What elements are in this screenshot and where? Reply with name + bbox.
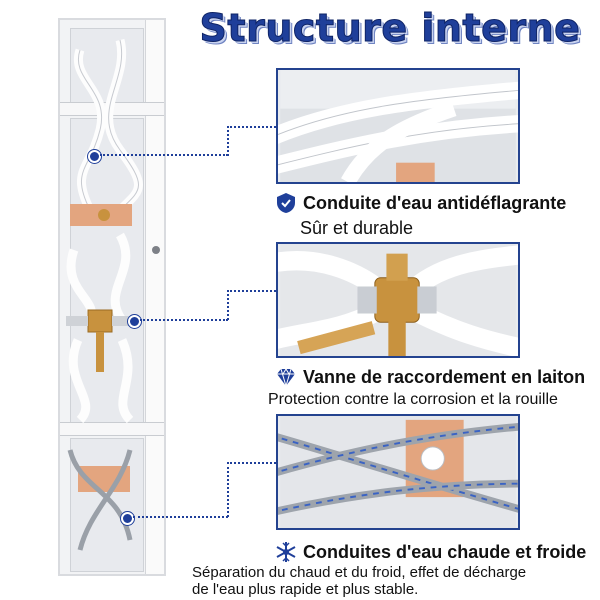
- page-title: Structure interne: [199, 6, 581, 51]
- feature-3-heading: Conduites d'eau chaude et froide: [275, 541, 586, 563]
- leader-line: [227, 462, 276, 464]
- feature-2-heading: Vanne de raccordement en laiton: [275, 366, 585, 388]
- feature-2-title: Vanne de raccordement en laiton: [303, 366, 586, 387]
- leader-line: [133, 516, 228, 518]
- hoses-closeup-illustration: [278, 70, 518, 182]
- leader-line: [227, 290, 229, 320]
- feature-1-subtitle: Sûr et durable: [300, 218, 414, 238]
- cabinet-shelf: [60, 422, 164, 436]
- leader-line: [227, 126, 276, 128]
- leader-line: [227, 290, 276, 292]
- feature-3-title: Conduites d'eau chaude et froide: [303, 541, 587, 562]
- snowflake-sun-icon: [276, 542, 296, 562]
- callout-marker-3: [121, 512, 134, 525]
- feature-1-heading: Conduite d'eau antidéflagrante: [275, 192, 566, 214]
- diamond-icon: [277, 368, 295, 387]
- detail-photo-brass-valve: [276, 242, 520, 358]
- detail-photo-hoses: [276, 68, 520, 184]
- brass-valve-closeup-illustration: [278, 244, 518, 356]
- cabinet-pipes-illustration: [66, 38, 143, 551]
- cabinet-compartment-top: [70, 28, 144, 112]
- callout-marker-2: [128, 315, 141, 328]
- leader-line: [227, 462, 229, 517]
- hot-cold-hoses-closeup-illustration: [278, 416, 518, 528]
- leader-line: [227, 126, 229, 156]
- callout-marker-1: [88, 150, 101, 163]
- shield-check-icon: [277, 193, 295, 213]
- leader-line: [100, 154, 228, 156]
- shower-column-cabinet: [58, 18, 166, 576]
- cabinet-hole: [152, 246, 160, 254]
- feature-3-subtitle-line-2: de l'eau plus rapide et plus stable.: [192, 581, 419, 598]
- feature-2-subtitle: Protection contre la corrosion et la rou…: [268, 391, 558, 408]
- feature-1-title: Conduite d'eau antidéflagrante: [303, 192, 567, 213]
- detail-photo-hot-cold-hoses: [276, 414, 520, 530]
- leader-line: [140, 319, 228, 321]
- feature-3-subtitle-line-1: Séparation du chaud et du froid, effet d…: [192, 564, 527, 581]
